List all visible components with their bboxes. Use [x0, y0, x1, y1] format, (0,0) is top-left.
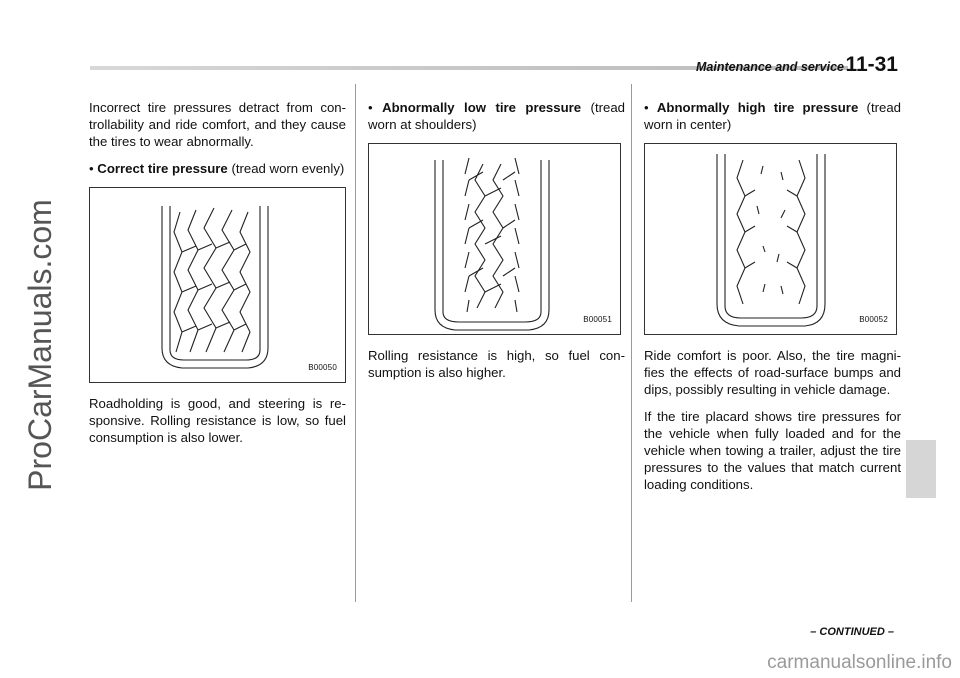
bullet: •: [644, 100, 649, 115]
column-divider: [631, 84, 632, 602]
tire-tread-figure-center-wear: B00052: [644, 143, 897, 335]
column-divider: [355, 84, 356, 602]
side-watermark: ProCarManuals.com: [22, 199, 58, 491]
column-correct-pressure: Incorrect tire pressures detract from co…: [89, 99, 346, 456]
tire-tread-figure-even-wear: B00050: [89, 187, 346, 383]
description: Rolling resistance is high, so fuel con-…: [368, 348, 625, 380]
chapter-tab: [906, 440, 936, 498]
figure-code: B00050: [308, 363, 337, 372]
header-rule: [90, 66, 848, 70]
continued-label: – CONTINUED –: [810, 626, 894, 638]
bullet: •: [89, 161, 94, 176]
item-correct-pressure: • Correct tire pressure (tread worn even…: [89, 160, 346, 177]
item-high-pressure: • Abnormally high tire pressure (tread w…: [644, 99, 901, 133]
column-high-pressure: • Abnormally high tire pressure (tread w…: [644, 99, 901, 503]
bullet: •: [368, 100, 373, 115]
description: Roadholding is good, and steering is re-…: [89, 396, 346, 445]
tire-tread-illustration: [434, 157, 550, 331]
item-note: (tread worn evenly): [231, 161, 345, 176]
intro-paragraph: Incorrect tire pressures detract from co…: [89, 100, 346, 149]
tire-tread-illustration: [716, 154, 826, 327]
page-number: 11-31: [845, 53, 898, 76]
item-note: (tread worn at shoulders): [368, 100, 625, 132]
figure-code: B00051: [583, 315, 612, 324]
tire-tread-illustration: [161, 206, 269, 369]
item-title: Abnormally high tire pressure: [656, 100, 859, 115]
item-title: Abnormally low tire pressure: [382, 100, 582, 115]
figure-code: B00052: [859, 315, 888, 324]
section-title: Maintenance and service: [696, 60, 844, 74]
footer-watermark: carmanualsonline.info: [767, 652, 952, 673]
tire-tread-figure-shoulder-wear: B00051: [368, 143, 621, 335]
description: Ride comfort is poor. Also, the tire mag…: [644, 348, 901, 397]
column-low-pressure: • Abnormally low tire pressure (tread wo…: [368, 99, 625, 391]
item-note: (tread worn in center): [644, 100, 901, 132]
item-title: Correct tire pressure: [97, 161, 228, 176]
placard-paragraph: If the tire placard shows tire pressures…: [644, 409, 901, 492]
item-low-pressure: • Abnormally low tire pressure (tread wo…: [368, 99, 625, 133]
